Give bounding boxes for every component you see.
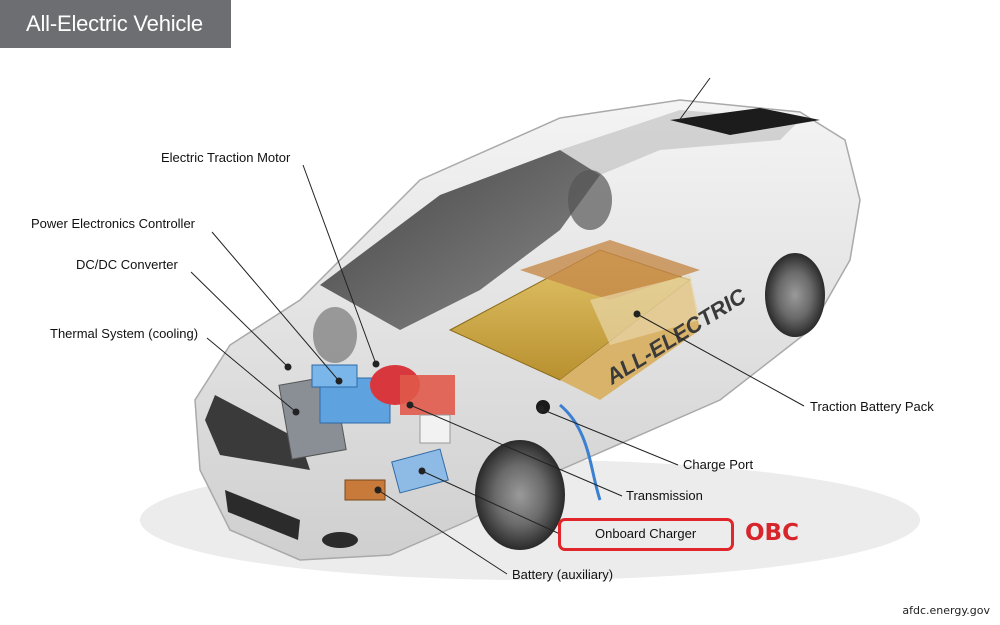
fog-light: [322, 532, 358, 548]
obc-callout: OBC: [745, 520, 799, 546]
front-wheel: [475, 440, 565, 550]
label-transmission: Transmission: [626, 488, 703, 503]
auxiliary-battery: [344, 479, 386, 501]
coolant-reservoir: [419, 414, 451, 444]
lower-grille: [225, 490, 300, 540]
page-title: All-Electric Vehicle: [0, 0, 231, 48]
page-title-text: All-Electric Vehicle: [26, 11, 203, 36]
front-grille: [205, 395, 310, 470]
label-power-electronics-controller: Power Electronics Controller: [31, 216, 196, 231]
traction-battery-pack: [448, 240, 700, 400]
label-onboard-charger: Onboard Charger: [595, 526, 697, 541]
label-charge-port: Charge Port: [683, 457, 754, 472]
charge-cable: [559, 403, 602, 501]
label-thermal-system: Thermal System (cooling): [50, 326, 199, 341]
label-battery-auxiliary: Battery (auxiliary): [512, 567, 614, 582]
front-wheel-far: [313, 307, 357, 363]
rear-wheel: [765, 253, 825, 337]
source-credit: afdc.energy.gov: [902, 604, 990, 617]
label-electric-traction-motor: Electric Traction Motor: [161, 150, 291, 165]
transmission: [400, 375, 455, 415]
obc-highlight-box: [558, 518, 734, 551]
rear-spoiler: [670, 108, 820, 135]
leader-lines: [190, 77, 805, 575]
windshield: [320, 150, 600, 330]
rear-wheel-far: [568, 170, 612, 230]
label-dcdc-converter: DC/DC Converter: [76, 257, 178, 272]
label-traction-battery-pack: Traction Battery Pack: [810, 399, 934, 414]
